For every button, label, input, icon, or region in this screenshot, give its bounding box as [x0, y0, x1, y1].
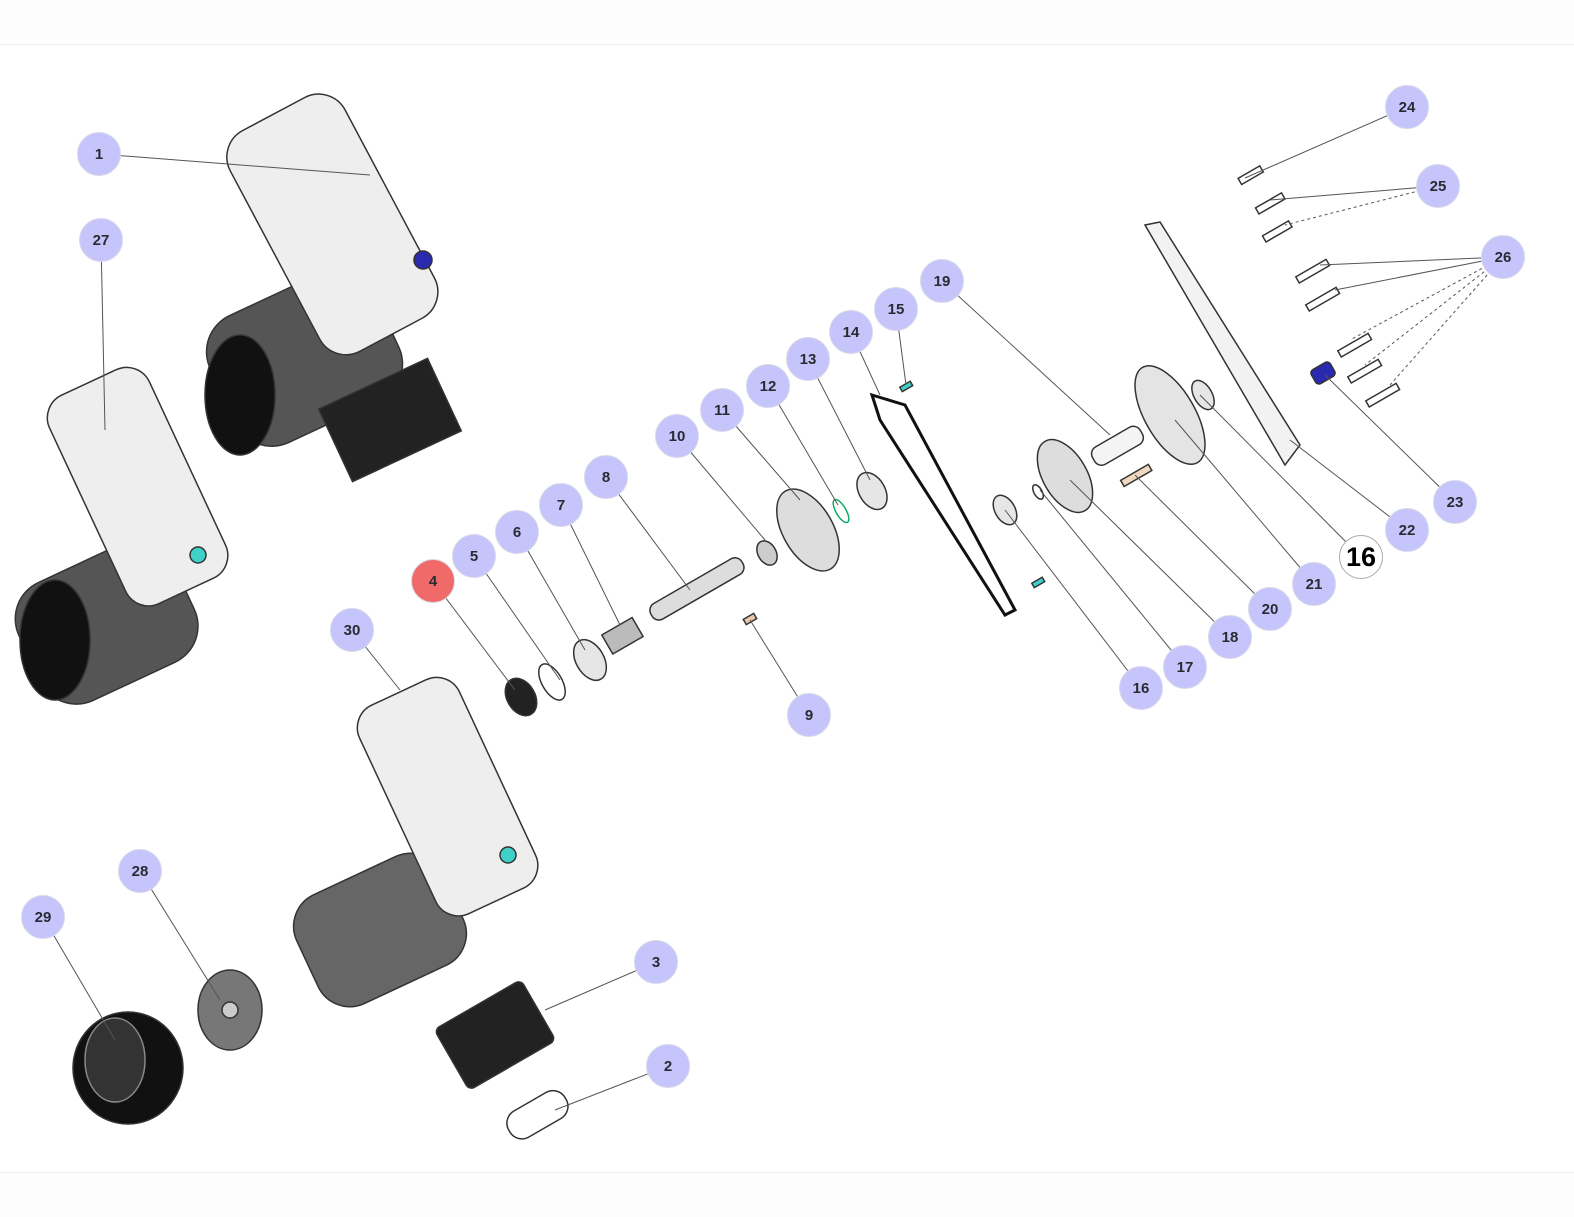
- bottom-bar: [0, 1172, 1574, 1217]
- part-cover[interactable]: [1143, 221, 1301, 467]
- callout-20[interactable]: 20: [1248, 587, 1292, 631]
- part-ring-17[interactable]: [1031, 483, 1046, 501]
- part-gearbox-assembly[interactable]: [193, 84, 463, 483]
- leader-line: [1289, 439, 1408, 531]
- leader-line: [1174, 419, 1315, 585]
- callout-25[interactable]: 25: [1416, 164, 1460, 208]
- leader-line: [1389, 256, 1504, 386]
- leader-line: [1069, 479, 1231, 638]
- callout-24[interactable]: 24: [1385, 85, 1429, 129]
- part-bushing[interactable]: [753, 537, 782, 569]
- part-pin-15[interactable]: [898, 380, 914, 393]
- callout-11[interactable]: 11: [700, 388, 744, 432]
- callout-17[interactable]: 17: [1163, 645, 1207, 689]
- part-gearbox-housing-27[interactable]: [2, 359, 236, 717]
- leader-line: [941, 280, 1111, 436]
- part-circlip[interactable]: [533, 660, 570, 705]
- part-pin[interactable]: [1030, 576, 1046, 589]
- part-fan[interactable]: [197, 969, 263, 1051]
- leader-line: [98, 153, 371, 176]
- callout-8[interactable]: 8: [584, 455, 628, 499]
- part-key-20[interactable]: [1119, 463, 1153, 488]
- leader-line: [1039, 489, 1186, 668]
- leader-line: [1199, 394, 1362, 558]
- callout-29[interactable]: 29: [21, 895, 65, 939]
- leader-line: [605, 476, 691, 591]
- part-bearing-6[interactable]: [567, 634, 613, 686]
- part-gearbox-housing-30[interactable]: [282, 669, 546, 1018]
- callout-18[interactable]: 18: [1208, 615, 1252, 659]
- callout-3[interactable]: 3: [634, 940, 678, 984]
- callout-10[interactable]: 10: [655, 414, 699, 458]
- callout-28[interactable]: 28: [118, 849, 162, 893]
- leader-line: [1324, 374, 1456, 503]
- leader-line: [1269, 185, 1439, 201]
- part-spacer[interactable]: [600, 616, 645, 656]
- callout-9[interactable]: 9: [787, 693, 831, 737]
- top-bar: [0, 0, 1574, 45]
- leader-line: [516, 531, 586, 651]
- leader-line: [1334, 256, 1504, 291]
- callout-2[interactable]: 2: [646, 1044, 690, 1088]
- part-capacitor[interactable]: [502, 1086, 573, 1144]
- callout-21[interactable]: 21: [1292, 562, 1336, 606]
- callout-12[interactable]: 12: [746, 364, 790, 408]
- part-pin-19[interactable]: [1089, 423, 1147, 468]
- part-gear-11[interactable]: [764, 479, 852, 582]
- leader-line: [42, 916, 116, 1041]
- leader-line: [560, 504, 621, 626]
- leader-line: [1004, 509, 1142, 689]
- callout-5[interactable]: 5: [452, 534, 496, 578]
- leader-line: [1319, 256, 1504, 266]
- callout-30[interactable]: 30: [330, 608, 374, 652]
- leader-line: [676, 435, 766, 541]
- leader-line: [1134, 474, 1271, 610]
- leader-line: [1284, 185, 1439, 226]
- callout-14[interactable]: 14: [829, 310, 873, 354]
- callout-13[interactable]: 13: [786, 337, 830, 381]
- part-bearing-16b[interactable]: [1187, 377, 1219, 414]
- callout-19[interactable]: 19: [920, 259, 964, 303]
- callout-22[interactable]: 22: [1385, 508, 1429, 552]
- leader-line: [1349, 256, 1504, 341]
- leader-line: [1364, 256, 1504, 366]
- part-shaft[interactable]: [647, 555, 747, 623]
- callout-7[interactable]: 7: [539, 483, 583, 527]
- leader-line: [767, 385, 839, 506]
- part-terminal-box[interactable]: [434, 980, 556, 1091]
- leader-line: [100, 239, 106, 431]
- callout-16[interactable]: 16: [1119, 666, 1163, 710]
- part-gasket[interactable]: [869, 392, 1018, 617]
- callout-selected[interactable]: 16: [1339, 535, 1383, 579]
- callout-27[interactable]: 27: [79, 218, 123, 262]
- part-seal[interactable]: [499, 673, 543, 722]
- part-gear-18[interactable]: [1026, 430, 1104, 521]
- callout-26[interactable]: 26: [1481, 235, 1525, 279]
- part-gear-21[interactable]: [1121, 355, 1219, 475]
- leader-line: [1244, 106, 1408, 179]
- leader-line: [807, 358, 871, 481]
- part-ring-12[interactable]: [830, 497, 852, 525]
- callout-4[interactable]: 4: [411, 559, 455, 603]
- callout-6[interactable]: 6: [495, 510, 539, 554]
- callout-23[interactable]: 23: [1433, 480, 1477, 524]
- part-key-9[interactable]: [742, 612, 758, 626]
- callout-1[interactable]: 1: [77, 132, 121, 176]
- part-fan-cover[interactable]: [72, 1011, 184, 1125]
- part-bearing-13[interactable]: [851, 467, 894, 515]
- leader-line: [473, 555, 561, 681]
- callout-15[interactable]: 15: [874, 287, 918, 331]
- leader-line: [139, 870, 221, 1001]
- leader-line: [432, 580, 516, 691]
